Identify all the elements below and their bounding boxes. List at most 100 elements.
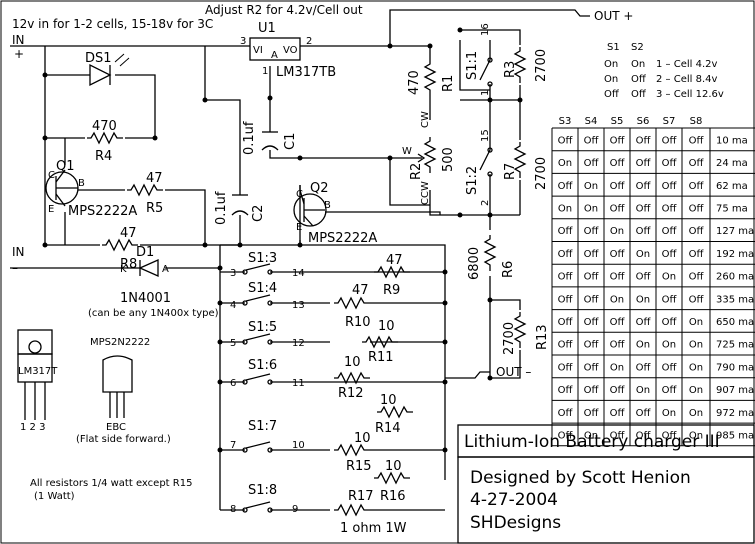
s1-4-label: S1:4 (248, 281, 277, 296)
u1-pin-out: 2 (306, 36, 312, 47)
current-cell-switch: Off (584, 226, 600, 237)
current-cell-switch: Off (558, 340, 574, 351)
q1-label: Q1 (56, 159, 75, 174)
current-cell-switch: Off (584, 135, 600, 146)
s1-7-label: S1:7 (248, 419, 277, 434)
current-cell-switch: On (558, 203, 572, 214)
cell-select-table: S1 S2 On On 1 – Cell 4.2v On Off 2 – Cel… (604, 42, 724, 100)
q2-e: E (296, 222, 302, 233)
s1-7-pb: 10 (292, 440, 305, 451)
u1-model: LM317TB (276, 65, 336, 80)
r14-label: R14 (375, 421, 401, 436)
r9-value: 47 (386, 253, 403, 268)
cell-row-2-s2: Off (631, 89, 647, 100)
r17-value: 1 ohm 1W (340, 521, 407, 536)
current-cell-ma: 650 ma (716, 317, 754, 328)
lm317-pkg-label: LM317T (18, 366, 58, 377)
switch-s1-3: S1:3 3 14 (230, 251, 305, 279)
current-cell-switch: Off (584, 385, 600, 396)
current-cell-switch: Off (636, 430, 652, 441)
current-cell-switch: Off (662, 226, 678, 237)
current-cell-switch: Off (584, 408, 600, 419)
current-cell-switch: On (584, 430, 598, 441)
r11-label: R11 (368, 350, 394, 365)
mps2222-pkg-label: MPS2N2222 (90, 337, 150, 348)
current-cell-ma: 62 ma (716, 181, 748, 192)
current-cell-switch: On (610, 362, 624, 373)
switch-s1-5: S1:5 5 12 (230, 320, 305, 349)
current-cell-switch: Off (610, 408, 626, 419)
q1-c: C (48, 170, 55, 181)
cell-row-1-desc: 2 – Cell 8.4v (656, 74, 717, 85)
note-resistors: All resistors 1/4 watt except R15 (30, 478, 192, 489)
current-cell-switch: Off (636, 135, 652, 146)
current-cell-switch: Off (610, 430, 626, 441)
current-cell-switch: Off (558, 249, 574, 260)
current-cell-switch: On (689, 408, 703, 419)
u1-pin-adj: 1 (262, 66, 268, 77)
current-cell-switch: Off (662, 249, 678, 260)
u1-vi: VI (253, 45, 263, 56)
current-cell-switch: Off (610, 385, 626, 396)
current-cell-switch: Off (558, 294, 574, 305)
q1-b: B (78, 178, 85, 189)
mps2222-pkg-pins: EBC (106, 422, 126, 433)
r7-value: 2700 (534, 157, 549, 190)
r2-value: 500 (441, 147, 456, 172)
current-cell-switch: Off (636, 226, 652, 237)
current-cell-switch: Off (636, 272, 652, 283)
s1-1-pin1: 1 (480, 90, 491, 96)
r17-label: R17 (348, 489, 374, 504)
q1-transistor: Q1 C B E MPS2222A (45, 159, 137, 219)
current-cell-ma: 335 ma (716, 294, 754, 305)
r2-potentiometer: W CW CCW 500 R2 (402, 111, 456, 205)
c1-value: 0.1uf (242, 121, 257, 155)
current-cell-ma: 790 ma (716, 362, 754, 373)
r13-value: 2700 (502, 322, 517, 355)
q2-transistor: Q2 C B E MPS2222A (293, 181, 377, 246)
mps2222-package: MPS2N2222 EBC (Flat side forward.) (76, 337, 171, 445)
current-cell-ma: 260 ma (716, 272, 754, 283)
current-cell-switch: Off (610, 181, 626, 192)
r12-label: R12 (338, 386, 364, 401)
r14-value: 10 (380, 393, 397, 408)
current-cell-switch: On (689, 430, 703, 441)
current-cell-switch: Off (610, 272, 626, 283)
current-cell-switch: Off (689, 226, 705, 237)
current-cell-switch: On (558, 158, 572, 169)
current-cell-switch: Off (662, 430, 678, 441)
current-cell-switch: Off (689, 203, 705, 214)
current-cell-switch: Off (662, 135, 678, 146)
current-cell-switch: Off (558, 362, 574, 373)
wires (10, 9, 590, 511)
current-cell-switch: Off (610, 317, 626, 328)
current-cell-switch: Off (689, 158, 705, 169)
current-cell-switch: On (662, 408, 676, 419)
flat-side-note: (Flat side forward.) (76, 434, 171, 445)
current-cell-switch: Off (636, 181, 652, 192)
s1-3-label: S1:3 (248, 251, 277, 266)
current-cell-switch: Off (636, 362, 652, 373)
current-cell-switch: Off (610, 135, 626, 146)
r3-label: R3 (503, 61, 518, 78)
s1-6-pb: 11 (292, 378, 305, 389)
current-header-s4: S4 (585, 116, 598, 127)
r15-value: 10 (354, 431, 371, 446)
s1-7-pa: 7 (230, 440, 236, 451)
junction-dots (42, 27, 523, 453)
r13-label: R13 (535, 324, 550, 350)
current-cell-switch: Off (662, 385, 678, 396)
d1-note: (can be any 1N400x type) (88, 308, 219, 319)
cell-row-2-desc: 3 – Cell 12.6v (656, 89, 724, 100)
note-input: 12v in for 1-2 cells, 15-18v for 3C (12, 17, 213, 31)
r3-value: 2700 (534, 49, 549, 82)
q1-e: E (48, 204, 54, 215)
switch-s1-4: S1:4 4 13 (230, 281, 305, 311)
current-cell-ma: 10 ma (716, 135, 748, 146)
current-cell-switch: Off (689, 272, 705, 283)
s1-4-pa: 4 (230, 300, 236, 311)
cell-row-0-s2: On (631, 59, 645, 70)
current-cell-ma: 127 ma (716, 226, 754, 237)
s1-8-label: S1:8 (248, 483, 277, 498)
